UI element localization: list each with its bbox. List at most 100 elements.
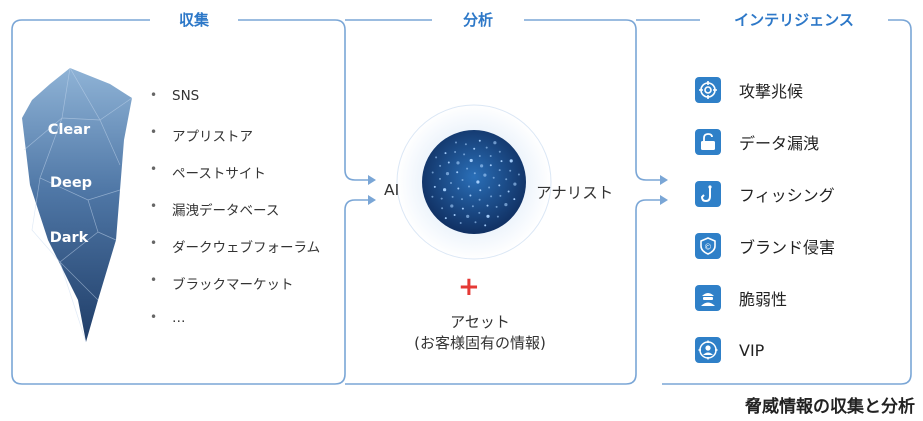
- arrow-analysis-to-intel-lower: [660, 195, 668, 205]
- sphere-node: [433, 185, 436, 188]
- collection-header: 収集: [150, 8, 238, 32]
- sphere-node: [478, 198, 481, 201]
- arrow-analysis-to-intel-upper: [660, 175, 668, 185]
- sphere-node: [435, 156, 438, 159]
- source-item: •ブラックマーケット: [150, 273, 294, 293]
- sphere-node: [450, 204, 454, 208]
- sphere-node: [496, 215, 499, 218]
- bullet-icon: •: [150, 162, 158, 176]
- sphere-node: [443, 188, 447, 192]
- source-item: •アプリストア: [150, 125, 253, 145]
- sphere-node: [464, 143, 467, 146]
- collection-panel-frame: [11, 19, 368, 385]
- sphere-node: [463, 153, 466, 156]
- sphere-node: [441, 207, 444, 210]
- sphere-node: [509, 159, 513, 163]
- sphere-node: [453, 214, 456, 216]
- person-target-icon: [695, 337, 721, 363]
- iceberg-label-clear: Clear: [47, 122, 91, 138]
- figure-caption: 脅威情報の収集と分析: [745, 397, 915, 417]
- sphere-node: [478, 155, 481, 157]
- sphere-node: [500, 160, 503, 163]
- sphere-node: [466, 167, 469, 170]
- copyright-shield-icon: ©: [695, 233, 721, 259]
- intelligence-header: インテリジェンス: [700, 8, 888, 32]
- target-icon: [695, 77, 721, 103]
- intel-item-attack-signs: 攻撃兆候: [695, 64, 835, 116]
- plus-icon: +: [458, 272, 480, 302]
- iceberg-graphic: [22, 67, 133, 343]
- sphere-node: [440, 197, 443, 200]
- intel-item-vip: VIP: [695, 324, 835, 376]
- sphere-node: [498, 150, 501, 153]
- sphere-node: [480, 164, 484, 168]
- svg-text:©: ©: [704, 243, 712, 252]
- sphere-node: [485, 146, 488, 149]
- sphere-node: [439, 164, 442, 167]
- sphere-node: [476, 180, 480, 184]
- sphere-node: [479, 189, 482, 192]
- sphere-node: [473, 172, 476, 175]
- bullet-icon: •: [150, 310, 158, 324]
- source-item: •…: [150, 310, 186, 326]
- bullet-icon: •: [150, 273, 158, 287]
- sphere-node: [493, 141, 497, 145]
- intelligence-panel-frame: [636, 19, 912, 385]
- sphere-node: [489, 164, 492, 167]
- source-list: •SNS •アプリストア •ペーストサイト •漏洩データベース •ダークウェブフ…: [150, 88, 320, 347]
- source-item: •SNS: [150, 88, 200, 104]
- sphere-node: [489, 155, 492, 157]
- sphere-node: [431, 171, 434, 174]
- sphere-node: [499, 194, 502, 197]
- sphere-node: [504, 203, 508, 207]
- sphere-node: [473, 147, 476, 150]
- arrow-collection-to-ai-lower: [368, 195, 376, 205]
- sphere-node: [478, 139, 481, 142]
- sphere-node: [457, 187, 460, 190]
- sphere-node: [509, 169, 512, 172]
- sphere-node: [431, 195, 434, 198]
- sphere-node: [490, 195, 493, 198]
- sphere-node: [468, 185, 470, 188]
- sphere-node: [459, 222, 462, 224]
- sphere-node: [451, 195, 454, 198]
- intel-item-phishing: フィッシング: [695, 168, 835, 220]
- sphere-node: [450, 182, 452, 184]
- sphere-node: [444, 217, 447, 220]
- intel-item-brand-infringement: © ブランド侵害: [695, 220, 835, 272]
- analysis-header: 分析: [432, 8, 524, 32]
- sphere-node: [454, 151, 457, 153]
- iceberg-label-dark: Dark: [49, 230, 89, 246]
- sphere-node: [486, 204, 489, 207]
- ai-sphere-graphic: [396, 104, 552, 260]
- sphere-node: [505, 178, 508, 181]
- hacker-icon: [695, 285, 721, 311]
- bullet-icon: •: [150, 236, 158, 250]
- sphere-node: [445, 172, 450, 176]
- sphere-node: [517, 173, 520, 176]
- sphere-node: [478, 211, 481, 214]
- bullet-icon: •: [150, 125, 158, 139]
- source-item: •ダークウェブフォーラム: [150, 236, 321, 256]
- ai-label: AI: [384, 181, 400, 199]
- sphere-node: [495, 205, 498, 208]
- sphere-node: [513, 182, 517, 186]
- sphere-node: [466, 214, 470, 218]
- sphere-node: [439, 177, 441, 180]
- sphere-node: [456, 161, 460, 165]
- sphere-node: [507, 190, 510, 193]
- analyst-label: アナリスト: [536, 184, 614, 202]
- intelligence-list: 攻撃兆候 データ漏洩 フィッシング © ブランド侵害 脆弱性 VIP: [695, 64, 835, 376]
- sphere-node: [486, 214, 490, 218]
- sphere-node: [498, 169, 501, 172]
- sphere-node: [461, 198, 463, 201]
- unlock-icon: [695, 129, 721, 155]
- sphere-node: [492, 176, 495, 179]
- fishhook-icon: [695, 181, 721, 207]
- sphere-node: [461, 179, 464, 181]
- source-item: •ペーストサイト: [150, 162, 266, 182]
- sphere-node: [447, 161, 450, 164]
- sphere-node: [469, 158, 473, 163]
- asset-title: アセット: [450, 313, 510, 331]
- sphere-node: [474, 221, 477, 224]
